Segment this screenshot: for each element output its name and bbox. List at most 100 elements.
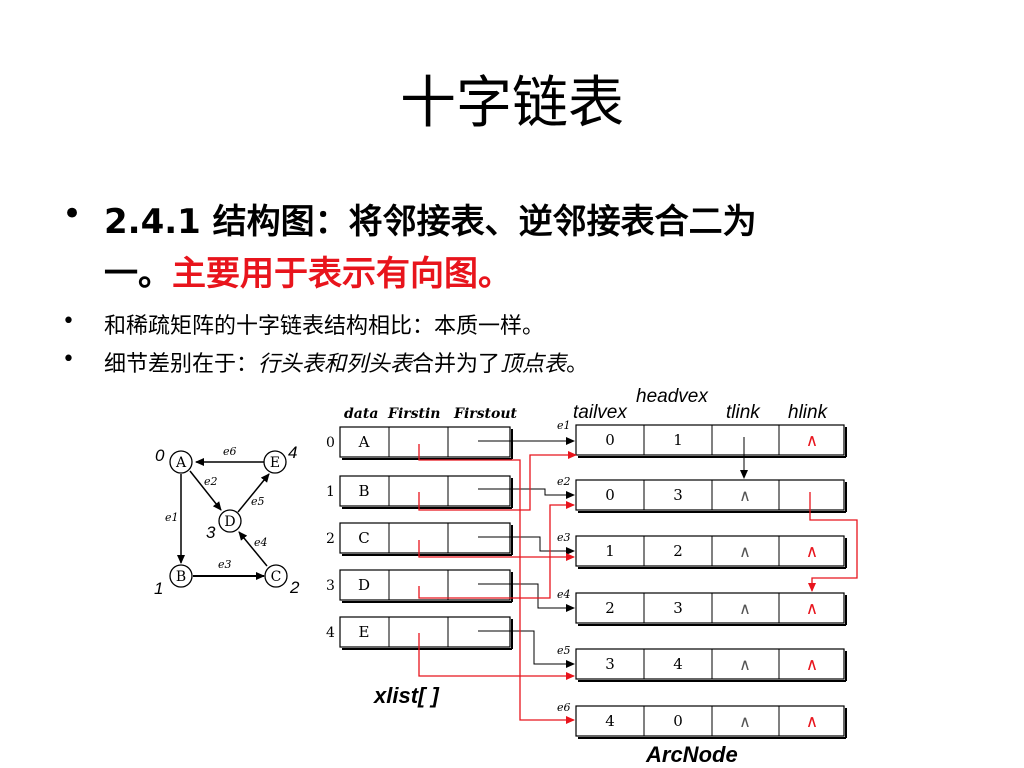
arc-tailvex: 4 [605,712,615,730]
arc-row [575,648,845,680]
xlist-data: E [359,623,370,641]
arc-headvex: 3 [673,599,683,617]
edge-label-e6: e6 [223,445,237,458]
xlist-index: 3 [326,578,335,594]
graph-node-C [264,564,288,588]
arc-tailvex: 0 [605,486,615,504]
node-label-B: B [176,569,186,585]
arc-hlink: ∧ [806,712,818,732]
edge-label-e2: e2 [204,475,218,488]
xlist-header-firstout: Firstout [453,406,517,422]
arc-header-tlink: tlink [726,402,761,423]
arc-headvex: 0 [673,712,683,730]
arc-tlink: ∧ [739,542,751,561]
arc-row [575,424,845,456]
node-label-D: D [224,514,235,530]
arc-tailvex: 1 [605,542,615,560]
arc-row [575,479,845,511]
arc-edge-label: e6 [557,701,571,714]
xlist-header-data: data [344,406,378,422]
firstout-pointers [478,437,748,668]
edge-e2 [189,470,222,511]
graph-node-A [169,450,193,474]
xlist-data: B [358,482,369,500]
section-number: 2.4.1 [104,202,213,242]
arc-tailvex: 3 [605,655,615,673]
arc-edge-label: e1 [557,419,571,432]
xlist-index: 4 [326,625,335,641]
arc-hlink: ∧ [806,655,818,675]
graph-node-B [169,564,193,588]
bullet3-part3: 合并为了 [412,352,501,377]
bullet-dot: • [62,309,75,334]
arc-tailvex: 0 [605,431,615,449]
bullet3-part1: 细节差别在于： [104,352,259,377]
node-index-A: 0 [155,446,165,465]
arc-tlink: ∧ [739,712,751,731]
node-label-A: A [175,455,187,471]
xlist-data: C [358,529,369,547]
node-index-C: 2 [289,578,300,597]
arcnode-table: e1 0 1 ∧ e2 0 3 ∧ e3 1 2 ∧ ∧ e4 2 3 ∧ ∧ [557,419,847,739]
bullet3-part2: 行头表和列头表 [258,352,413,377]
xlist-row [339,569,511,601]
arc-hlink: ∧ [806,542,818,562]
arc-headvex: 4 [673,655,683,673]
node-label-C: C [271,569,282,585]
xlist-index: 1 [326,484,335,500]
graph-node-D [218,509,242,533]
bullet3-part4: 顶点表 [500,352,567,377]
arcnode-caption: ArcNode [645,742,738,767]
arc-header-headvex: headvex [636,386,709,407]
xlist-caption: xlist[ ] [373,683,439,708]
bullet-dot: • [62,194,83,234]
arc-edge-label: e2 [557,475,571,488]
bullet3-text: 细节差别在于：行头表和列头表合并为了顶点表。 [104,346,588,378]
arc-row [575,535,845,567]
xlist-data: A [358,433,370,451]
edge-label-e3: e3 [218,558,232,571]
arc-tlink: ∧ [739,655,751,674]
node-index-D: 3 [206,523,216,542]
arc-header-hlink: hlink [788,402,829,423]
bullet2-text: 和稀疏矩阵的十字链表结构相比：本质一样。 [104,314,545,339]
xlist-row [339,475,511,507]
arc-edge-label: e4 [557,588,571,601]
edge-label-e5: e5 [251,495,265,508]
node-index-B: 1 [154,579,163,598]
arc-headvex: 1 [673,431,683,449]
arc-header-tailvex: tailvex [573,402,628,423]
node-index-E: 4 [288,443,297,462]
xlist-headers: data Firstin Firstout [344,406,517,422]
arc-row [575,705,845,737]
bullet1-line2: 一。主要用于表示有向图。 [104,246,512,295]
xlist-data: D [358,576,370,594]
firstin-pointers [418,444,858,724]
arc-tailvex: 2 [605,599,615,617]
node-label-E: E [270,455,280,471]
arc-row [575,592,845,624]
graph-node-E [263,450,287,474]
edge-label-e1: e1 [165,511,179,524]
arcnode-headers: tailvex headvex tlink hlink [573,386,829,423]
directed-graph: e6 e2 e5 e1 e4 e3 A B C D E 0 1 2 3 4 [154,443,300,598]
bullet1-highlight: 主要用于表示有向图。 [172,254,512,294]
arc-hlink: ∧ [806,599,818,619]
edge-e5 [237,473,270,513]
arc-edge-label: e3 [557,531,571,544]
xlist-table: 0 A 1 B 2 C 3 D 4 E [326,426,513,650]
arc-hlink: ∧ [806,431,818,451]
arc-edge-label: e5 [557,644,571,657]
arc-headvex: 2 [673,542,683,560]
bullet1-line1: 2.4.1 结构图：将邻接表、逆邻接表合二为 [104,194,757,243]
xlist-row [339,426,511,458]
xlist-row [339,616,511,648]
xlist-header-firstin: Firstin [387,406,440,422]
xlist-row [339,522,511,554]
edge-label-e4: e4 [254,536,268,549]
bullet3-part5: 。 [566,352,589,377]
bullet1-plain: 一。 [104,254,172,294]
arc-tlink: ∧ [739,599,751,618]
bullet-dot: • [62,347,75,372]
